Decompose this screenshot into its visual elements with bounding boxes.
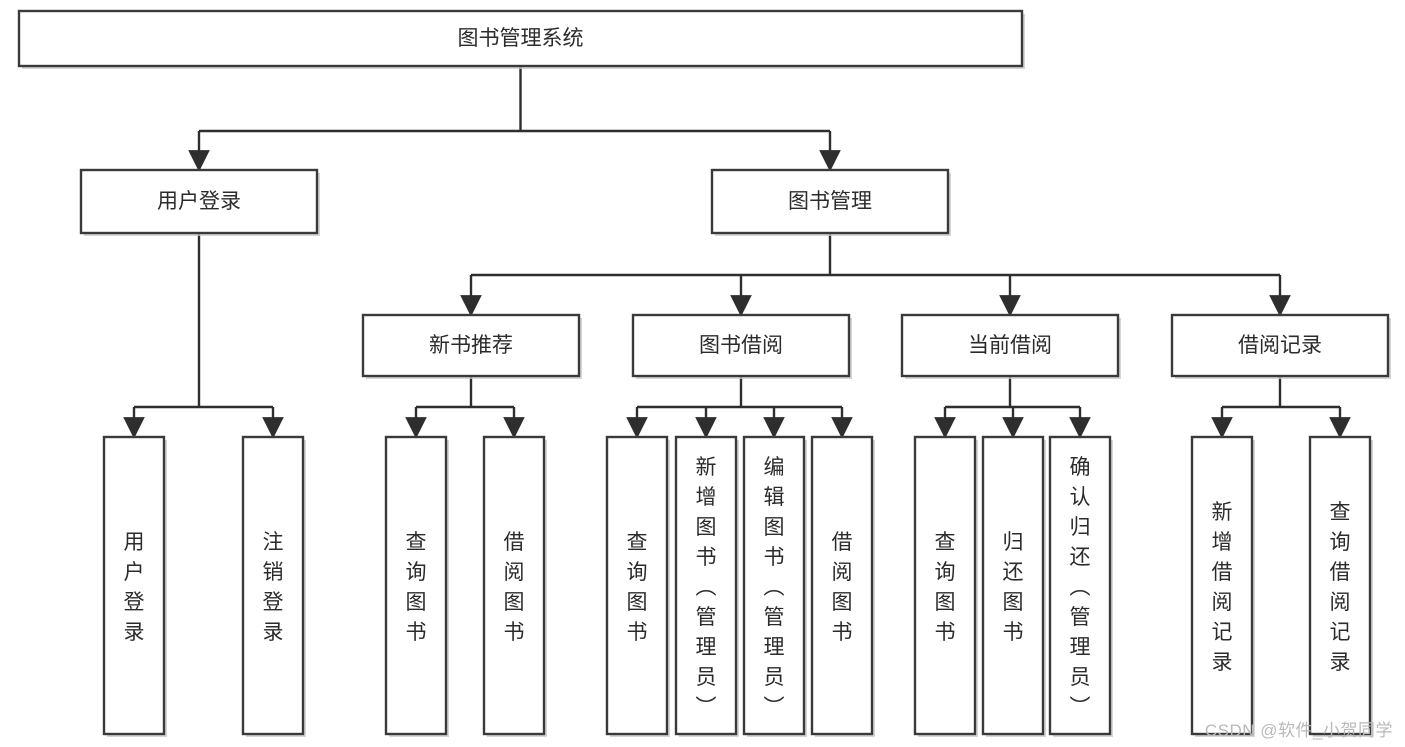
node-leaf-query-book-2[interactable]: 查询图书 bbox=[605, 435, 670, 737]
node-label: 图书管理系统 bbox=[458, 27, 584, 50]
node-leaf-query-book-1[interactable]: 查询图书 bbox=[384, 435, 449, 737]
node-box[interactable] bbox=[1308, 435, 1372, 736]
node-label: 新增借阅记录 bbox=[1212, 501, 1233, 674]
node-box[interactable] bbox=[1170, 313, 1390, 378]
node-book-borrow[interactable]: 图书借阅 bbox=[631, 313, 852, 379]
node-box[interactable] bbox=[1190, 435, 1254, 736]
node-leaf-return-book[interactable]: 归还图书 bbox=[981, 435, 1046, 737]
node-box[interactable] bbox=[981, 435, 1045, 736]
node-label: 图书借阅 bbox=[699, 334, 783, 357]
node-root[interactable]: 图书管理系统 bbox=[17, 9, 1025, 69]
node-box[interactable] bbox=[900, 313, 1120, 378]
node-box[interactable] bbox=[79, 168, 319, 235]
node-box[interactable] bbox=[384, 435, 448, 736]
node-label: 查询借阅记录 bbox=[1330, 501, 1351, 674]
node-new-book-recommend[interactable]: 新书推荐 bbox=[361, 313, 582, 379]
node-label: 用户登录 bbox=[124, 531, 145, 644]
node-label: 编辑图书︵管理员︶ bbox=[764, 456, 785, 719]
node-box[interactable] bbox=[631, 313, 851, 378]
node-boxes: 图书管理系统用户登录图书管理新书推荐图书借阅当前借阅借阅记录用户登录注销登录查询… bbox=[17, 9, 1391, 737]
node-box[interactable] bbox=[482, 435, 546, 736]
node-label: 查询图书 bbox=[406, 531, 427, 644]
node-current-borrow[interactable]: 当前借阅 bbox=[900, 313, 1121, 379]
node-leaf-query-book-3[interactable]: 查询图书 bbox=[913, 435, 978, 737]
node-label: 确认归还︵管理员︶ bbox=[1070, 456, 1091, 719]
node-leaf-edit-book[interactable]: 编辑图书︵管理员︶ bbox=[742, 435, 807, 737]
node-label: 新增图书︵管理员︶ bbox=[696, 456, 717, 719]
node-book-manage[interactable]: 图书管理 bbox=[710, 168, 951, 236]
node-leaf-borrow-book-2[interactable]: 借阅图书 bbox=[810, 435, 875, 737]
node-label: 借阅记录 bbox=[1238, 334, 1322, 357]
node-box[interactable] bbox=[710, 168, 950, 235]
node-label: 图书管理 bbox=[788, 190, 872, 213]
node-leaf-user-login[interactable]: 用户登录 bbox=[102, 435, 167, 737]
node-box[interactable] bbox=[913, 435, 977, 736]
node-box[interactable] bbox=[742, 435, 806, 736]
node-leaf-add-record[interactable]: 新增借阅记录 bbox=[1190, 435, 1255, 737]
node-box[interactable] bbox=[674, 435, 738, 736]
node-label: 当前借阅 bbox=[968, 334, 1052, 357]
connector-lines bbox=[123, 66, 1351, 439]
node-label: 用户登录 bbox=[157, 190, 241, 213]
node-leaf-query-record[interactable]: 查询借阅记录 bbox=[1308, 435, 1373, 737]
node-label: 注销登录 bbox=[263, 531, 284, 644]
node-box[interactable] bbox=[241, 435, 305, 736]
node-label: 查询图书 bbox=[627, 531, 648, 644]
node-borrow-record[interactable]: 借阅记录 bbox=[1170, 313, 1391, 379]
node-label: 归还图书 bbox=[1003, 531, 1024, 644]
node-label: 借阅图书 bbox=[504, 531, 525, 644]
node-box[interactable] bbox=[1048, 435, 1112, 736]
node-label: 新书推荐 bbox=[429, 334, 513, 357]
node-box[interactable] bbox=[361, 313, 581, 378]
node-box[interactable] bbox=[102, 435, 166, 736]
node-label: 查询图书 bbox=[935, 531, 956, 644]
node-box[interactable] bbox=[810, 435, 874, 736]
node-label: 借阅图书 bbox=[832, 531, 853, 644]
node-box[interactable] bbox=[605, 435, 669, 736]
node-leaf-confirm-return[interactable]: 确认归还︵管理员︶ bbox=[1048, 435, 1113, 737]
node-leaf-logout[interactable]: 注销登录 bbox=[241, 435, 306, 737]
node-leaf-add-book[interactable]: 新增图书︵管理员︶ bbox=[674, 435, 739, 737]
node-leaf-borrow-book-1[interactable]: 借阅图书 bbox=[482, 435, 547, 737]
node-user-login[interactable]: 用户登录 bbox=[79, 168, 320, 236]
node-box[interactable] bbox=[17, 9, 1024, 68]
